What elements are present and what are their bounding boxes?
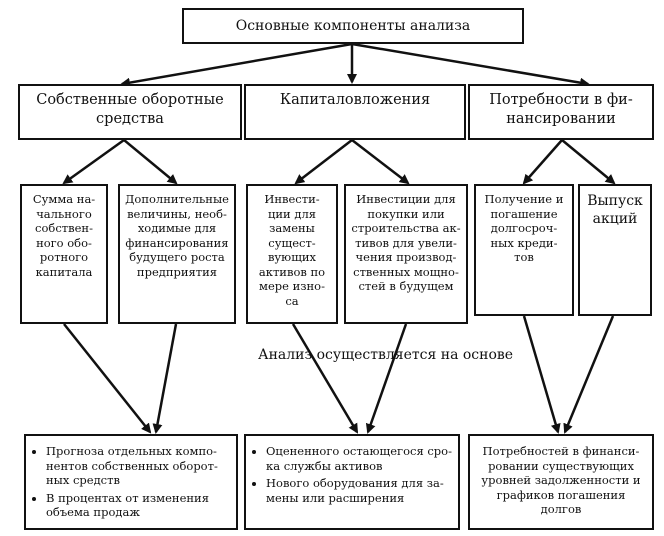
capital-investments-label: Капиталовложения [279,92,431,108]
arrow-own-to-leaf2 [123,139,178,185]
arrow-leaf5-to-bottom-right [522,315,561,434]
replacement-investments-label: Инвести- ции для замены сущест- вующих а… [258,192,326,308]
arrow-inv-to-leaf3 [294,139,353,185]
arrow-leaf6-to-bottom-right [563,315,615,434]
own-working-capital-box: Собственные оборотные средства [18,84,242,140]
list-item: В процентах от изменения объема продаж [46,491,218,520]
list-item: Оцененного остающегося сро- ка службы ак… [266,444,452,473]
list-item: Нового оборудования для за- мены или рас… [266,476,452,505]
debt-needs-label: Потребностей в финанси- ровании существу… [481,444,641,516]
arrow-leaf3-to-bottom-middle [291,323,359,434]
arrow-leaf1-to-bottom-left [63,323,152,434]
long-term-credits-label: Получение и погашение долгосроч- ных кре… [484,192,564,264]
assets-service-list: Оцененного остающегося сро- ка службы ак… [252,444,452,508]
replacement-investments-box: Инвести- ции для замены сущест- вующих а… [246,184,338,324]
additional-values-label: Дополнительные величины, необ- ходимые д… [125,192,229,279]
arrow-fin-to-leaf5 [522,139,563,185]
initial-capital-box: Сумма на- чального собствен- ного обо- р… [20,184,108,324]
arrow-top-to-financing [351,42,590,88]
debt-needs-box: Потребностей в финанси- ровании существу… [468,434,654,530]
share-issue-label: Выпуск акций [587,193,643,227]
arrow-leaf2-to-bottom-left [152,323,178,434]
expansion-investments-label: Инвестиции для покупки или строительства… [351,192,461,293]
capital-investments-box: Капиталовложения [244,84,466,140]
list-item: Прогноза отдельных компо- нентов собстве… [46,444,218,488]
arrow-top-to-own-capital [120,42,353,88]
arrow-inv-to-leaf4 [351,139,410,185]
initial-capital-label: Сумма на- чального собствен- ного обо- р… [32,192,96,279]
arrow-fin-to-leaf6 [561,139,616,185]
arrow-leaf4-to-bottom-middle [365,323,408,434]
long-term-credits-box: Получение и погашение долгосроч- ных кре… [474,184,574,316]
main-components-label: Основные компоненты анализа [235,18,471,34]
share-issue-box: Выпуск акций [578,184,652,316]
arrow-own-to-leaf1 [62,138,125,185]
additional-values-box: Дополнительные величины, необ- ходимые д… [118,184,236,324]
forecast-list: Прогноза отдельных компо- нентов собстве… [32,444,218,523]
expansion-investments-box: Инвестиции для покупки или строительства… [344,184,468,324]
assets-service-box: Оцененного остающегося сро- ка службы ак… [244,434,460,530]
own-working-capital-label: Собственные оборотные средства [36,92,224,127]
financing-needs-label: Потребности в фи- нансировании [489,92,633,127]
analysis-basis-note: Анализ осуществляется на основе [258,347,514,363]
financing-needs-box: Потребности в фи- нансировании [468,84,654,140]
main-components-box: Основные компоненты анализа [182,8,524,44]
forecast-box: Прогноза отдельных компо- нентов собстве… [24,434,238,530]
